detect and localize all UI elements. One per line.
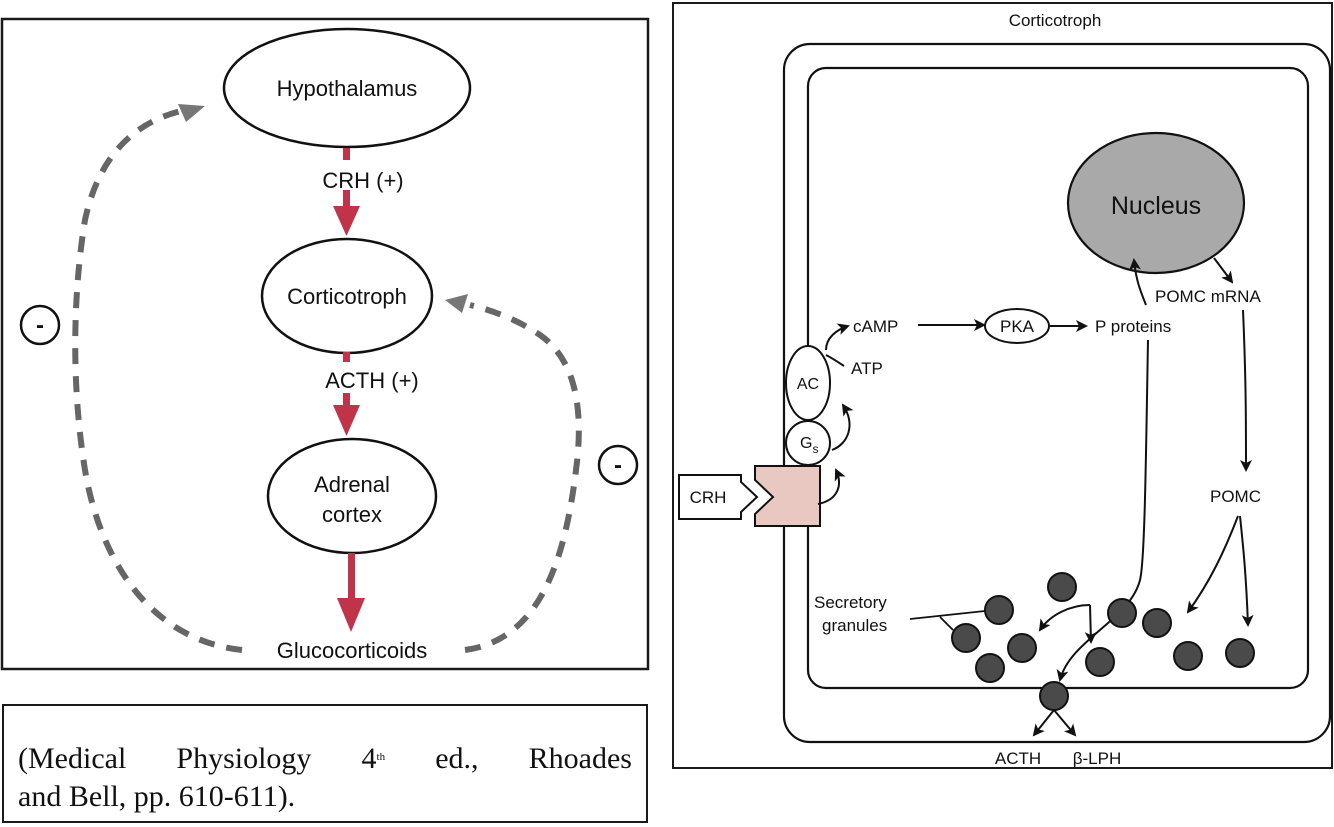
- secretion-acth-arrow: [1032, 709, 1055, 737]
- gs-node: [785, 420, 831, 466]
- inner-membrane: [806, 66, 1310, 690]
- left-feedback-arrow-head: [178, 104, 205, 122]
- citation-superscript: th: [376, 751, 386, 763]
- granule: [1007, 633, 1037, 663]
- citation-word: Physiology: [176, 742, 312, 775]
- right-inhibition-minus: -: [614, 452, 622, 479]
- crh-edge-label: CRH (+): [322, 168, 403, 193]
- citation-box: (Medical Physiology 4th ed., Rhoades and…: [2, 704, 648, 823]
- pomc-label: POMC: [1210, 487, 1261, 506]
- branch-to-granule-left: [1038, 604, 1091, 632]
- glucocorticoids-label: Glucocorticoids: [277, 638, 427, 663]
- receptor-to-gs-arrow: [817, 468, 846, 505]
- adrenal-label-line1: Adrenal: [314, 472, 390, 497]
- pomc-mrna-label: POMC mRNA: [1155, 287, 1261, 306]
- gs-label: Gs: [800, 435, 818, 456]
- p-proteins-label: P proteins: [1095, 317, 1171, 336]
- ac-label: AC: [797, 376, 819, 393]
- right-feedback-arrow-head: [445, 294, 468, 313]
- crh-arrow-head: [333, 206, 360, 236]
- citation-line-2: and Bell, pp. 610-611).: [18, 780, 296, 813]
- crh-arrow-stub: [343, 148, 350, 160]
- outer-membrane: [782, 42, 1332, 744]
- granules-pointer-line: [909, 610, 986, 631]
- citation-word: ed.,: [435, 742, 479, 775]
- granule: [1173, 641, 1203, 671]
- acth-arrow-head: [333, 405, 360, 436]
- mrna-to-pomc-arrow: [1239, 309, 1252, 472]
- atp-label: ATP: [851, 359, 883, 378]
- atp-link: [825, 354, 845, 367]
- pka-node: [984, 308, 1050, 344]
- granule: [1085, 647, 1115, 677]
- citation-line-1: (Medical Physiology 4th ed., Rhoades: [18, 740, 632, 778]
- pomc-to-granule-arrow-2: [1239, 515, 1254, 627]
- citation-word: Rhoades: [528, 742, 632, 775]
- glucocorticoid-arrow-shaft: [348, 553, 355, 603]
- granule: [1225, 638, 1255, 668]
- crh-receptor: [754, 465, 821, 527]
- left-inhibition-minus: -: [36, 312, 44, 339]
- gs-to-ac-arrow: [831, 403, 854, 451]
- corticotroph-label: Corticotroph: [287, 284, 407, 309]
- pka-label: PKA: [1000, 317, 1035, 336]
- left-inhibition-sign: [19, 304, 61, 346]
- blph-secretion-label: β-LPH: [1073, 749, 1122, 768]
- pomc-to-granule-arrow-1: [1186, 515, 1239, 614]
- exocytosing-granule: [1039, 681, 1069, 711]
- cell-title: Corticotroph: [1009, 11, 1102, 30]
- crh-arrow-shaft: [343, 190, 350, 210]
- atp-to-camp-arrow: [825, 323, 850, 351]
- granule: [975, 653, 1005, 683]
- secretion-blph-arrow: [1053, 709, 1077, 737]
- camp-label: cAMP: [853, 317, 898, 336]
- granule: [1142, 608, 1172, 638]
- left-feedback-dashed-path: [72, 107, 243, 653]
- right-inhibition-sign: [597, 444, 639, 486]
- secretory-granules: [951, 572, 1255, 711]
- acth-edge-label: ACTH (+): [325, 368, 419, 393]
- branch-to-granule-down: [1084, 604, 1097, 644]
- crh-ligand: [678, 474, 759, 520]
- adrenal-label-line2: cortex: [322, 502, 382, 527]
- granule: [984, 595, 1014, 625]
- citation-word: (Medical: [18, 742, 127, 775]
- granules-label-line2: granules: [822, 616, 887, 635]
- granule: [1107, 598, 1137, 628]
- nucleus: [1066, 131, 1246, 275]
- acth-arrow-stub: [343, 352, 350, 362]
- citation-edition: 4th: [361, 742, 386, 775]
- nucleus-to-mrna-arrow: [1213, 257, 1234, 284]
- citation-text: (Medical Physiology 4th ed., Rhoades and…: [18, 740, 632, 816]
- acth-secretion-label: ACTH: [995, 749, 1041, 768]
- cell-frame: [672, 2, 1333, 769]
- ac-node: [785, 345, 831, 421]
- granules-label-line1: Secretory: [814, 593, 887, 612]
- hypothalamus-label: Hypothalamus: [277, 76, 418, 101]
- right-feedback-dashed-path: [464, 302, 582, 653]
- acth-arrow-shaft: [343, 393, 350, 409]
- glucocorticoid-arrow-head: [337, 598, 365, 632]
- nucleus-label: Nucleus: [1111, 192, 1201, 220]
- pproteins-to-secretion-arrow: [1056, 339, 1149, 682]
- hpa-axis-diagram: Hypothalamus CRH (+) Corticotroph ACTH (…: [0, 17, 650, 671]
- granule: [1047, 572, 1077, 602]
- hypothalamus-node: [222, 27, 472, 149]
- crh-ligand-label: CRH: [690, 488, 727, 507]
- pproteins-to-nucleus-arrow: [1129, 258, 1147, 306]
- granule: [951, 623, 981, 653]
